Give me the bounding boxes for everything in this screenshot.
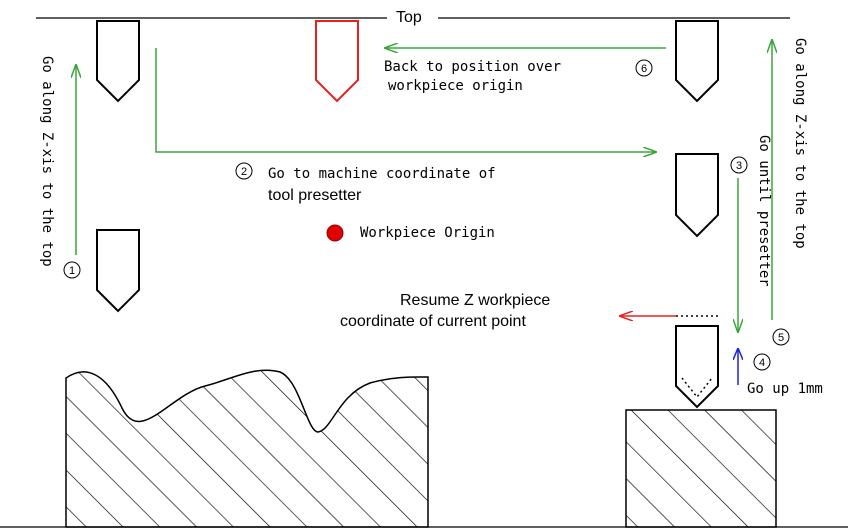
workpiece-block: [65, 369, 429, 528]
tool-touching-presetter: [675, 325, 719, 409]
tool-final-red: [315, 20, 359, 103]
step3-label: Go until presetter: [756, 135, 772, 287]
step-number-6: 6: [641, 63, 647, 75]
step-number-2: 2: [241, 166, 247, 178]
step2-label-line1: Go to machine coordinate of: [268, 166, 496, 182]
tool-right-top: [675, 20, 719, 103]
tool-start-bottom: [96, 229, 140, 313]
step6-label-line1: Back to position over: [384, 59, 561, 75]
step4-label: Go up 1mm: [747, 381, 823, 397]
tool-start-top: [96, 20, 140, 103]
step1-label: Go along Z-xis to the top: [39, 56, 55, 267]
step2-label-line2: tool presetter: [268, 187, 362, 204]
step-marker-2: 2: [235, 162, 253, 180]
tool-presetter-block: [625, 409, 777, 528]
step-marker-3: 3: [730, 156, 748, 174]
step6-label-line2: workpiece origin: [388, 78, 523, 94]
resume-label-line1: Resume Z workpiece: [400, 292, 550, 309]
step-marker-1: 1: [63, 261, 81, 279]
resume-label-line2: coordinate of current point: [340, 313, 526, 330]
step-number-1: 1: [69, 265, 75, 277]
workpiece-origin-label: Workpiece Origin: [360, 225, 495, 241]
dotted-tool-outline: [681, 377, 713, 399]
top-label: Top: [396, 9, 422, 26]
step-marker-4: 4: [753, 353, 771, 371]
step-number-4: 4: [759, 357, 765, 369]
step5-label: Go along Z-xis to the top: [792, 38, 808, 249]
tool-presetter-position: [675, 153, 719, 238]
step-number-3: 3: [736, 160, 742, 172]
arrow-step2: [155, 48, 656, 152]
step-number-5: 5: [778, 332, 784, 344]
step-marker-5: 5: [772, 328, 790, 346]
step-marker-6: 6: [635, 59, 653, 77]
workpiece-origin-dot: [326, 224, 344, 242]
